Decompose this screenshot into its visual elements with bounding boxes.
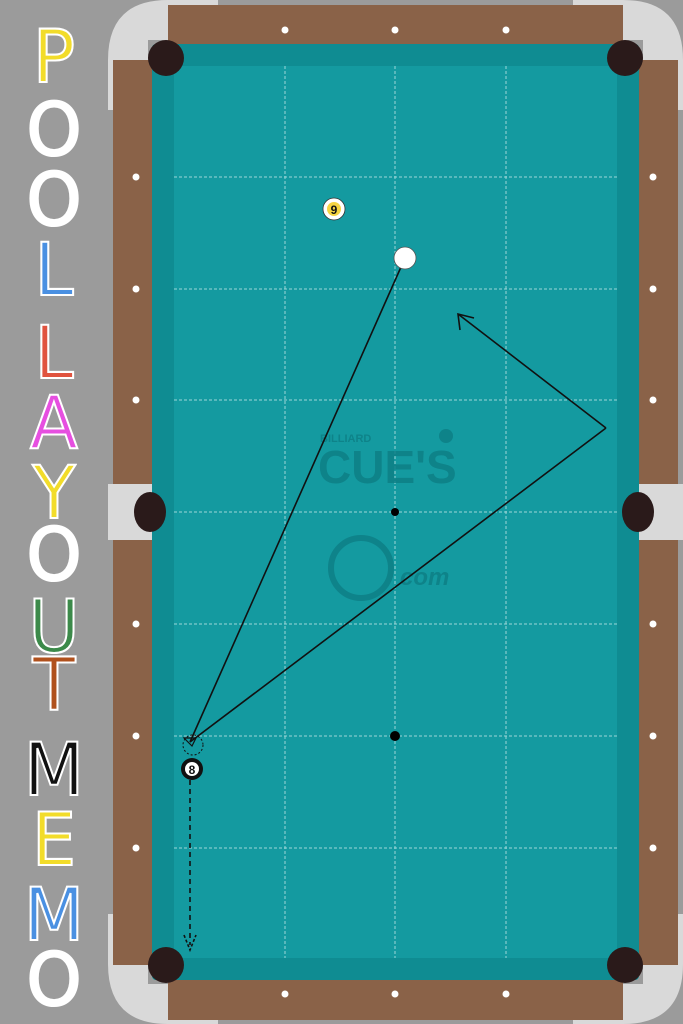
title-letter: T <box>32 641 77 729</box>
title-letter: M <box>23 726 85 814</box>
ghost-ball-marker <box>182 737 197 748</box>
pool-table: BILLIARD CUE'S com 9 8 <box>108 0 683 1024</box>
eight-ball-label: 8 <box>189 763 196 777</box>
rail-right-upper <box>636 60 678 485</box>
title-letter: O <box>25 511 82 599</box>
center-spot <box>391 508 399 516</box>
title-letter: U <box>27 583 80 671</box>
ghost-ball <box>182 734 204 756</box>
pocket-side-right <box>622 492 654 532</box>
table-diagram: BILLIARD CUE'S com 9 8 <box>108 0 683 1024</box>
rail-bottom <box>168 978 623 1020</box>
pocket-side-left <box>134 492 166 532</box>
title-letter: L <box>34 226 75 314</box>
rail-top <box>168 5 623 47</box>
title-letter: O <box>25 86 82 174</box>
foot-spot <box>390 731 400 741</box>
watermark-main: CUE'S <box>318 441 457 493</box>
arrow-head <box>457 312 475 331</box>
title-letter: O <box>25 156 82 244</box>
nine-ball[interactable]: 9 <box>322 197 346 221</box>
rail-diamonds <box>132 26 657 998</box>
title-letter: E <box>31 796 77 884</box>
object-ball-arrow <box>183 934 197 953</box>
title-letter: M <box>23 871 85 959</box>
rail-left-upper <box>113 60 155 485</box>
cue-ball[interactable] <box>393 246 417 270</box>
pocket-top-left <box>148 40 184 76</box>
rail-right-lower <box>636 540 678 965</box>
pocket-bottom-left <box>148 947 184 983</box>
title-letter: L <box>34 309 75 397</box>
watermark-small: BILLIARD <box>320 433 371 445</box>
pocket-top-right <box>607 40 643 76</box>
title-letter: A <box>29 379 79 467</box>
title-letter: P <box>32 13 76 101</box>
rail-left-lower <box>113 540 155 965</box>
nine-ball-label: 9 <box>331 203 338 217</box>
eight-ball[interactable]: 8 <box>181 758 203 780</box>
shot-path <box>182 257 607 953</box>
title-letter: O <box>25 936 82 1024</box>
pocket-bottom-right <box>607 947 643 983</box>
pockets <box>134 40 654 983</box>
watermark: BILLIARD CUE'S com <box>318 429 457 601</box>
title-letter: Y <box>32 449 77 537</box>
